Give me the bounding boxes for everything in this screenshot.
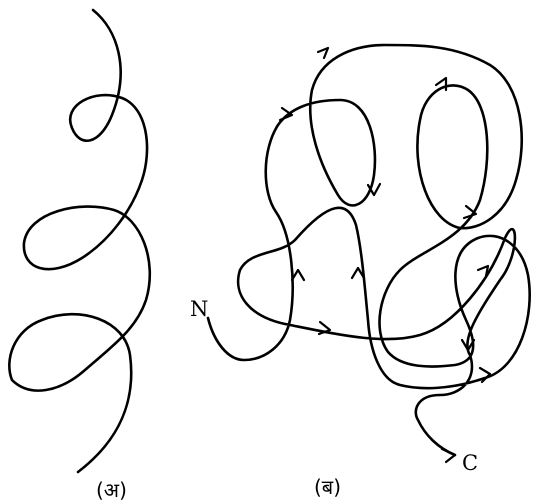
tertiary-structure-diagram: N C (ब) xyxy=(190,45,530,499)
panel-b-caption: (ब) xyxy=(314,475,341,499)
direction-arrow xyxy=(280,108,292,120)
helix-coil xyxy=(9,10,149,472)
helix-diagram: (अ) xyxy=(9,10,149,502)
c-terminus-label: C xyxy=(462,451,478,475)
direction-arrow xyxy=(318,48,328,58)
direction-arrow xyxy=(442,449,455,462)
panel-a-caption: (अ) xyxy=(96,478,127,502)
polypeptide-chain xyxy=(208,45,530,455)
direction-arrow xyxy=(292,270,304,280)
direction-arrow xyxy=(464,206,476,218)
direction-arrow xyxy=(478,266,488,276)
n-terminus-label: N xyxy=(190,297,208,321)
